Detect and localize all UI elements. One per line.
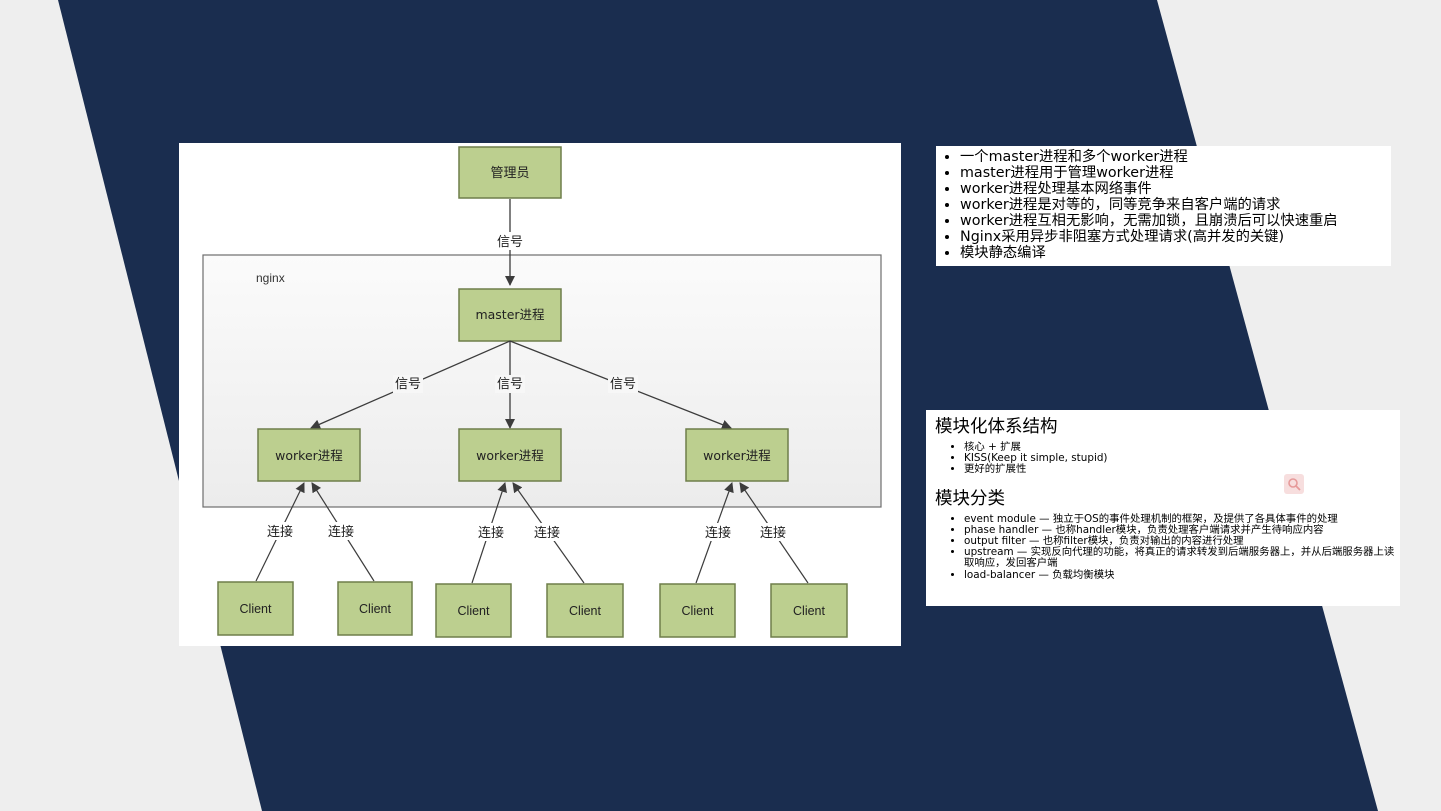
features-item: 一个master进程和多个worker进程 bbox=[960, 149, 1391, 165]
worker-node-1: worker进程 bbox=[257, 428, 361, 482]
nginx-architecture-diagram: nginx 管理员 信号 master进程 信号 信号 信号 worker进程 bbox=[179, 143, 901, 646]
client-node-5: Client bbox=[659, 583, 736, 638]
svg-text:Client: Client bbox=[359, 602, 391, 616]
features-item: 模块静态编译 bbox=[960, 245, 1391, 261]
svg-text:Client: Client bbox=[793, 604, 825, 618]
module-architecture-list: 核心 + 扩展 KISS(Keep it simple, stupid) 更好的… bbox=[926, 441, 1400, 476]
connect-label-4: 连接 bbox=[534, 525, 560, 541]
module-category-item: upstream — 实现反向代理的功能，将真正的请求转发到后端服务器上，并从后… bbox=[964, 547, 1400, 570]
connect-label-1: 连接 bbox=[267, 524, 293, 540]
signal-label-top: 信号 bbox=[497, 235, 523, 250]
svg-text:Client: Client bbox=[682, 604, 714, 618]
signal-label-3: 信号 bbox=[610, 377, 636, 392]
signal-label-1: 信号 bbox=[395, 377, 421, 392]
signal-label-2: 信号 bbox=[497, 377, 523, 392]
features-item: worker进程互相无影响，无需加锁，且崩溃后可以快速重启 bbox=[960, 213, 1391, 229]
module-category-title: 模块分类 bbox=[935, 488, 1005, 509]
module-category-item: phase handler — 也称handler模块，负责处理客户端请求并产生… bbox=[964, 524, 1400, 536]
module-architecture-item: KISS(Keep it simple, stupid) bbox=[964, 452, 1400, 464]
admin-node: 管理员 bbox=[458, 146, 562, 199]
client-node-2: Client bbox=[337, 581, 413, 636]
svg-text:Client: Client bbox=[569, 604, 601, 618]
features-list: 一个master进程和多个worker进程 master进程用于管理worker… bbox=[936, 146, 1391, 261]
client-node-4: Client bbox=[546, 583, 624, 638]
features-item: Nginx采用异步非阻塞方式处理请求(高并发的关键) bbox=[960, 229, 1391, 245]
svg-text:worker进程: worker进程 bbox=[703, 448, 771, 463]
svg-text:worker进程: worker进程 bbox=[476, 448, 544, 463]
features-item: master进程用于管理worker进程 bbox=[960, 165, 1391, 181]
svg-text:master进程: master进程 bbox=[475, 307, 545, 322]
module-architecture-title: 模块化体系结构 bbox=[935, 417, 1058, 437]
nginx-label: nginx bbox=[256, 271, 285, 285]
modules-panel: 模块化体系结构 核心 + 扩展 KISS(Keep it simple, stu… bbox=[926, 410, 1400, 606]
connect-label-5: 连接 bbox=[705, 525, 731, 541]
search-icon[interactable] bbox=[1284, 474, 1304, 494]
connect-label-3: 连接 bbox=[478, 525, 504, 541]
worker-node-3: worker进程 bbox=[685, 428, 789, 482]
nginx-features-panel: 一个master进程和多个worker进程 master进程用于管理worker… bbox=[936, 146, 1391, 266]
worker-node-2: worker进程 bbox=[458, 428, 562, 482]
svg-text:Client: Client bbox=[458, 604, 490, 618]
svg-text:Client: Client bbox=[240, 602, 272, 616]
features-item: worker进程处理基本网络事件 bbox=[960, 181, 1391, 197]
module-category-item: output filter — 也称filter模块，负责对输出的内容进行处理 bbox=[964, 535, 1400, 547]
module-category-item: load-balancer — 负载均衡模块 bbox=[964, 569, 1400, 581]
svg-text:worker进程: worker进程 bbox=[275, 448, 343, 463]
svg-text:管理员: 管理员 bbox=[490, 166, 529, 181]
module-category-list: event module — 独立于OS的事件处理机制的框架，及提供了各具体事件… bbox=[926, 513, 1400, 581]
features-item: worker进程是对等的，同等竞争来自客户端的请求 bbox=[960, 197, 1391, 213]
client-node-1: Client bbox=[217, 581, 294, 636]
connect-label-6: 连接 bbox=[760, 525, 786, 541]
connect-label-2: 连接 bbox=[328, 524, 354, 540]
master-node: master进程 bbox=[458, 288, 562, 342]
client-node-6: Client bbox=[770, 583, 848, 638]
module-architecture-item: 核心 + 扩展 bbox=[964, 441, 1400, 453]
module-category-item: event module — 独立于OS的事件处理机制的框架，及提供了各具体事件… bbox=[964, 513, 1400, 525]
client-node-3: Client bbox=[435, 583, 512, 638]
module-architecture-item: 更好的扩展性 bbox=[964, 464, 1400, 475]
